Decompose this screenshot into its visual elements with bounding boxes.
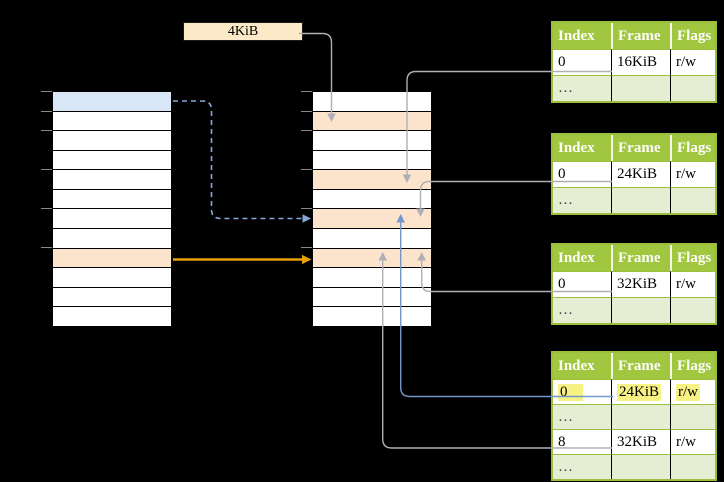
connector-page1-to-frame7-dashed [173, 100, 303, 220]
virtual-memory-grid-row-1 [53, 92, 171, 112]
virtual-memory-grid [52, 91, 172, 327]
page-table-1-row1-flags: r/w [670, 49, 715, 75]
physical-memory-grid-row-11 [313, 287, 431, 308]
connector-page9-to-frame9-arrowhead [302, 254, 312, 265]
page-table-1-header-frame: Frame [611, 23, 670, 49]
virtual-memory-grid-tick [41, 110, 52, 112]
page-table-4-row3-frame: 32KiB [611, 429, 670, 454]
page-table-3-header-frame: Frame [611, 245, 670, 271]
page-table-2-header-flags: Flags [670, 135, 715, 161]
page-table-3-row2-frame [611, 297, 670, 323]
page-table-4-row1-frame: 24KiB [611, 379, 670, 404]
page-table-1-row2-flags [670, 75, 715, 101]
physical-memory-grid-row-5 [313, 170, 431, 190]
page-table-4-row4-index: … [553, 454, 611, 479]
page-table-3-header-index: Index [553, 245, 611, 271]
page-table-4-row2-index: … [553, 404, 611, 429]
page-table-2-row2-flags [670, 187, 715, 213]
page-table-4-row1-index: 0 [553, 379, 611, 404]
page-table-1-row1-frame: 16KiB [611, 49, 670, 75]
page-size-label: 4KiB [183, 22, 303, 41]
page-table-3-row1-index: 0 [553, 271, 611, 297]
page-table-4-row3-flags: r/w [670, 429, 715, 454]
virtual-memory-grid-tick [41, 208, 52, 209]
virtual-memory-grid-row-12 [53, 307, 171, 326]
virtual-memory-grid-tick [41, 91, 52, 92]
physical-memory-grid-tick [301, 247, 312, 248]
virtual-memory-grid-row-6 [53, 189, 171, 210]
page-table-4-header-flags: Flags [670, 353, 715, 379]
page-table-2-header-index: Index [553, 135, 611, 161]
page-table-4-header-index: Index [553, 353, 611, 379]
virtual-memory-grid-row-8 [53, 229, 171, 249]
page-table-4-row4-flags [670, 454, 715, 479]
virtual-memory-grid-row-11 [53, 287, 171, 308]
page-table-1-header-flags: Flags [670, 23, 715, 49]
virtual-memory-grid-row-2 [53, 111, 171, 132]
physical-memory-grid-tick [301, 208, 312, 209]
virtual-memory-grid-row-9 [53, 248, 171, 269]
physical-memory-grid-row-1 [313, 92, 431, 112]
physical-memory-grid-row-2 [313, 111, 431, 132]
physical-memory-grid-row-8 [313, 229, 431, 249]
virtual-memory-grid-row-4 [53, 150, 171, 171]
page-table-4-row4-frame [611, 454, 670, 479]
virtual-memory-grid-row-10 [53, 268, 171, 288]
page-table-2-row2-frame [611, 187, 670, 213]
virtual-memory-grid-row-5 [53, 170, 171, 190]
connector-page1-to-frame7-dashed-arrowhead [302, 214, 311, 223]
page-table-4-row1-flags: r/w [670, 379, 715, 404]
page-table-2-header-frame: Frame [611, 135, 670, 161]
physical-memory-grid-row-7 [313, 209, 431, 230]
page-table-3-row2-flags [670, 297, 715, 323]
physical-memory-grid-row-12 [313, 307, 431, 326]
page-table-1-row2-frame [611, 75, 670, 101]
virtual-memory-grid-tick [41, 130, 52, 131]
virtual-memory-grid-row-3 [53, 131, 171, 151]
page-table-2-row1-frame: 24KiB [611, 161, 670, 187]
physical-memory-grid-tick [301, 91, 312, 92]
page-table-2-row2-index: … [553, 187, 611, 213]
highlighted-value: 24KiB [617, 383, 662, 401]
virtual-memory-grid-row-7 [53, 209, 171, 230]
page-table-2-row1-index: 0 [553, 161, 611, 187]
page-table-3-row2-index: … [553, 297, 611, 323]
physical-memory-grid-row-3 [313, 131, 431, 151]
physical-memory-grid-row-6 [313, 189, 431, 210]
page-table-4-row2-frame [611, 404, 670, 429]
page-table-4-row3-index: 8 [553, 429, 611, 454]
page-table-1-row1-index: 0 [553, 49, 611, 75]
page-table-3-row1-flags: r/w [670, 271, 715, 297]
highlighted-value: 0 [558, 383, 583, 401]
page-table-1-header-index: Index [553, 23, 611, 49]
highlighted-value: r/w [676, 383, 700, 401]
page-size-label-text: 4KiB [227, 23, 259, 39]
page-table-1-row2-index: … [553, 75, 611, 101]
physical-memory-grid-tick [301, 169, 312, 170]
physical-memory-grid [312, 91, 432, 327]
physical-memory-grid-row-9 [313, 248, 431, 269]
physical-memory-grid-row-10 [313, 268, 431, 288]
page-table-2-row1-flags: r/w [670, 161, 715, 187]
virtual-memory-grid-tick [41, 169, 52, 170]
page-table-4-row2-flags [670, 404, 715, 429]
virtual-memory-grid-tick [41, 247, 52, 248]
physical-memory-grid-tick [301, 110, 312, 112]
physical-memory-grid-row-4 [313, 150, 431, 171]
page-table-4-header-frame: Frame [611, 353, 670, 379]
page-table-3-row1-frame: 32KiB [611, 271, 670, 297]
page-table-3-header-flags: Flags [670, 245, 715, 271]
physical-memory-grid-tick [301, 130, 312, 131]
